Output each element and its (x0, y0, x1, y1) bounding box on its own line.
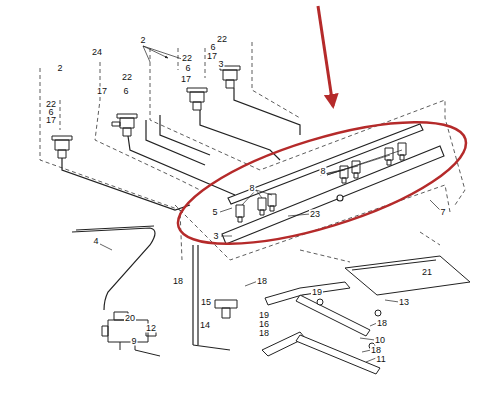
pressure-regulator (120, 342, 160, 356)
callout-number: 20 (124, 314, 136, 323)
leader-line (143, 46, 185, 62)
gas-tube (62, 158, 190, 210)
callout-number: 22 (121, 73, 133, 82)
callout-number: 6 (209, 43, 216, 52)
red-highlight (166, 6, 479, 269)
dashed-outline (60, 100, 61, 130)
callout-number: 8 (319, 167, 326, 176)
callout-number: 13 (398, 298, 410, 307)
dashed-outline (95, 62, 200, 190)
callout-number: 19 (258, 311, 270, 320)
supply-tube (193, 345, 230, 350)
gas-tube (128, 136, 235, 195)
gas-tube (146, 115, 210, 165)
callout-number: 14 (199, 321, 211, 330)
callout-number: 6 (184, 64, 191, 73)
callout-number: 18 (256, 277, 268, 286)
callout-number: 18 (258, 329, 270, 338)
callout-number: 2 (56, 64, 63, 73)
callout-number: 4 (92, 237, 99, 246)
heat-shield-plate (345, 256, 470, 295)
burner-tube (215, 282, 381, 374)
dashed-outline (300, 232, 440, 262)
supply-tube (193, 245, 198, 345)
burner-tube (215, 300, 237, 318)
heat-shield-plate (345, 256, 470, 295)
callout-number: 3 (217, 60, 224, 69)
callout-number: 9 (130, 337, 137, 346)
burner-orifice (398, 143, 406, 160)
callout-number: 5 (211, 208, 218, 217)
callout-number: 18 (370, 346, 382, 355)
dashed-outline (150, 48, 465, 205)
callout-number: 21 (421, 268, 433, 277)
leader-line (220, 200, 440, 236)
dashed-outline (40, 68, 182, 260)
callout-number: 22 (216, 35, 228, 44)
callout-number: 8 (248, 184, 255, 193)
callout-number: 17 (96, 87, 108, 96)
callout-number: 2 (139, 36, 146, 45)
supply-tube (72, 228, 155, 310)
valve-assembly (220, 66, 240, 88)
burner-tube (296, 335, 380, 374)
valve-assembly (187, 88, 207, 110)
callout-number: 3 (212, 232, 219, 241)
callout-number: 23 (309, 210, 321, 219)
burner-tube (296, 295, 370, 336)
dashed-outline (252, 42, 300, 118)
supply-tube (72, 226, 230, 350)
leader-line (242, 190, 272, 205)
dashed-outline (40, 42, 465, 262)
callout-number: 10 (374, 336, 386, 345)
callout-number: 18 (376, 319, 388, 328)
callout-number: 17 (45, 116, 57, 125)
callout-number: 17 (206, 52, 218, 61)
callout-number: 11 (375, 355, 386, 364)
dashed-outline (178, 48, 205, 78)
leader-line (320, 150, 402, 175)
callout-number: 12 (145, 324, 157, 333)
callout-number: 24 (91, 48, 103, 57)
red-highlight (318, 6, 333, 106)
burner-tube (375, 310, 381, 316)
red-highlight (166, 97, 479, 269)
valve-assembly (52, 66, 240, 158)
callout-number: 22 (181, 54, 193, 63)
supply-tube (76, 226, 154, 230)
burner-orifice (268, 194, 276, 211)
callout-number: 6 (122, 87, 129, 96)
callout-number: 16 (258, 320, 270, 329)
gas-tube (200, 110, 280, 160)
callout-number: 17 (180, 75, 192, 84)
valve-assembly (112, 114, 137, 136)
callout-number: 19 (311, 288, 323, 297)
burner-orifice (236, 205, 244, 222)
pressure-regulator (102, 312, 160, 356)
callout-number: 18 (172, 277, 184, 286)
callout-number: 7 (439, 208, 446, 217)
valve-assembly (52, 136, 72, 158)
burner-orifice (258, 198, 266, 215)
burner-orifice (352, 161, 360, 178)
callout-number: 15 (200, 298, 212, 307)
manifold-pipe (337, 195, 343, 201)
gas-tube (234, 88, 300, 135)
burner-tube (317, 299, 323, 305)
